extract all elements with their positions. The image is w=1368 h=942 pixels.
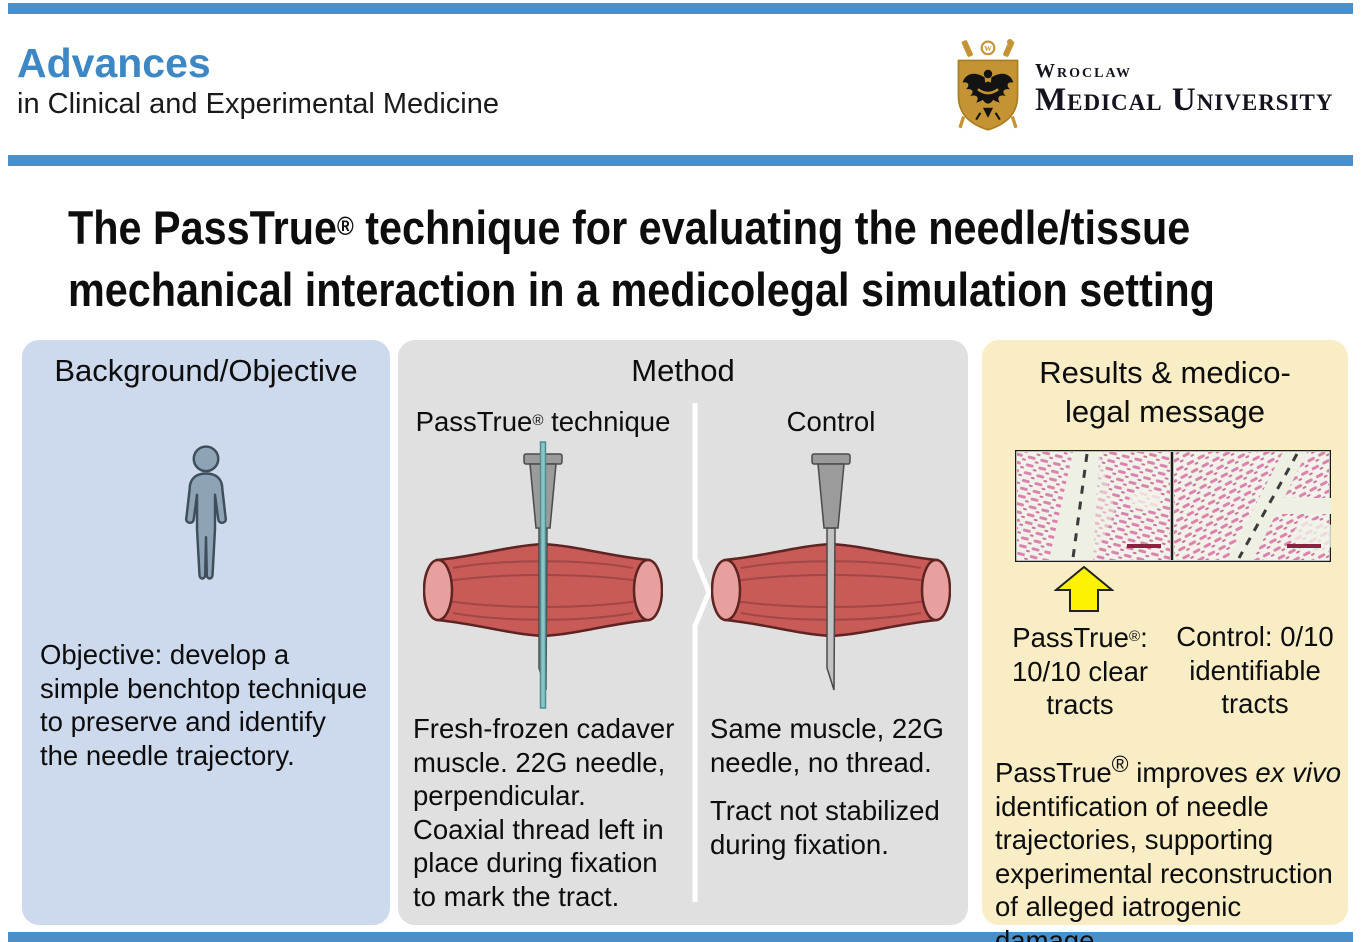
page-title: The PassTrue® technique for evaluating t… — [68, 201, 1215, 316]
control-micrograph — [1174, 452, 1331, 560]
passtrue-caption: Fresh-frozen cadaver muscle. 22G needle,… — [413, 713, 675, 912]
panel-background-objective: Background/Objective Objective: develop … — [22, 340, 390, 925]
registered-mark: ® — [532, 412, 544, 429]
registered-mark: ® — [1111, 751, 1129, 777]
up-arrow-icon — [1054, 566, 1114, 612]
passtrue-micrograph — [1017, 452, 1170, 560]
medicolegal-message: PassTrue® improves ex vivo identificatio… — [995, 751, 1341, 942]
needle-with-thread-icon — [423, 440, 663, 712]
histology-micrographs — [1015, 450, 1331, 562]
passtrue-result-stat: PassTrue®: 10/10 clear tracts — [1011, 622, 1149, 720]
control-column-label: Control — [786, 406, 876, 437]
control-caption-1: Same muscle, 22G needle, no thread. — [710, 713, 944, 778]
person-icon — [157, 445, 255, 587]
control-result-stat: Control: 0/10 identifiable tracts — [1176, 621, 1334, 719]
header-divider-bar — [8, 155, 1353, 166]
panel-method: Method PassTrue® technique Control — [398, 340, 968, 925]
top-accent-bar — [8, 3, 1353, 14]
bottom-accent-bar — [8, 932, 1353, 942]
journal-subtitle: in Clinical and Experimental Medicine — [17, 88, 499, 120]
registered-mark: ® — [1128, 628, 1141, 645]
objective-text: Objective: develop a simple benchtop tec… — [40, 639, 368, 771]
journal-name: Advances — [17, 40, 211, 86]
needle-icon — [711, 440, 951, 712]
university-name-line2: Medical University — [1035, 82, 1334, 118]
method-panel-title: Method — [631, 353, 735, 388]
chevron-right-divider — [692, 403, 712, 902]
thread-icon — [539, 441, 547, 709]
passtrue-column-label: PassTrue® technique — [415, 406, 671, 437]
results-panel-title-line2: legal message — [1065, 394, 1265, 429]
svg-text:W: W — [984, 44, 992, 53]
background-panel-title: Background/Objective — [54, 353, 358, 388]
university-name-line1: Wroclaw — [1035, 60, 1133, 82]
registered-mark: ® — [336, 213, 354, 241]
control-caption-2: Tract not stabilized during fixation. — [710, 795, 940, 860]
university-crest-icon: W — [950, 38, 1026, 132]
results-panel-title-line1: Results & medico- — [1039, 355, 1291, 390]
panel-results: Results & medico- legal message — [982, 340, 1348, 942]
